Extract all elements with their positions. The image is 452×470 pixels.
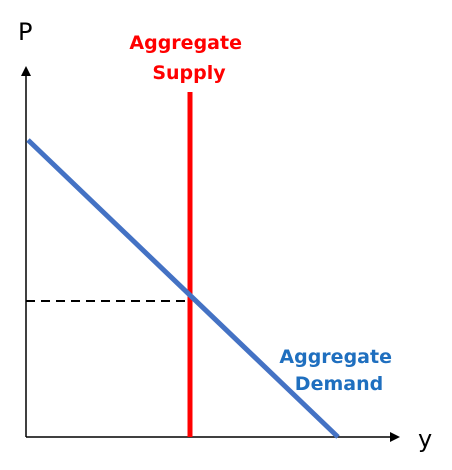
aggregate-supply-label: Aggregate Supply — [129, 32, 248, 84]
aggregate-demand-label-line2: Demand — [295, 373, 383, 395]
aggregate-supply-label-line1: Aggregate — [129, 32, 242, 54]
aggregate-supply-label-line2: Supply — [152, 62, 226, 84]
aggregate-demand-label: Aggregate Demand — [279, 346, 398, 395]
y-axis-label: P — [18, 18, 32, 46]
aggregate-demand-label-line1: Aggregate — [279, 346, 392, 368]
x-axis-label: y — [418, 425, 432, 453]
aggregate-demand-curve — [26, 138, 340, 439]
